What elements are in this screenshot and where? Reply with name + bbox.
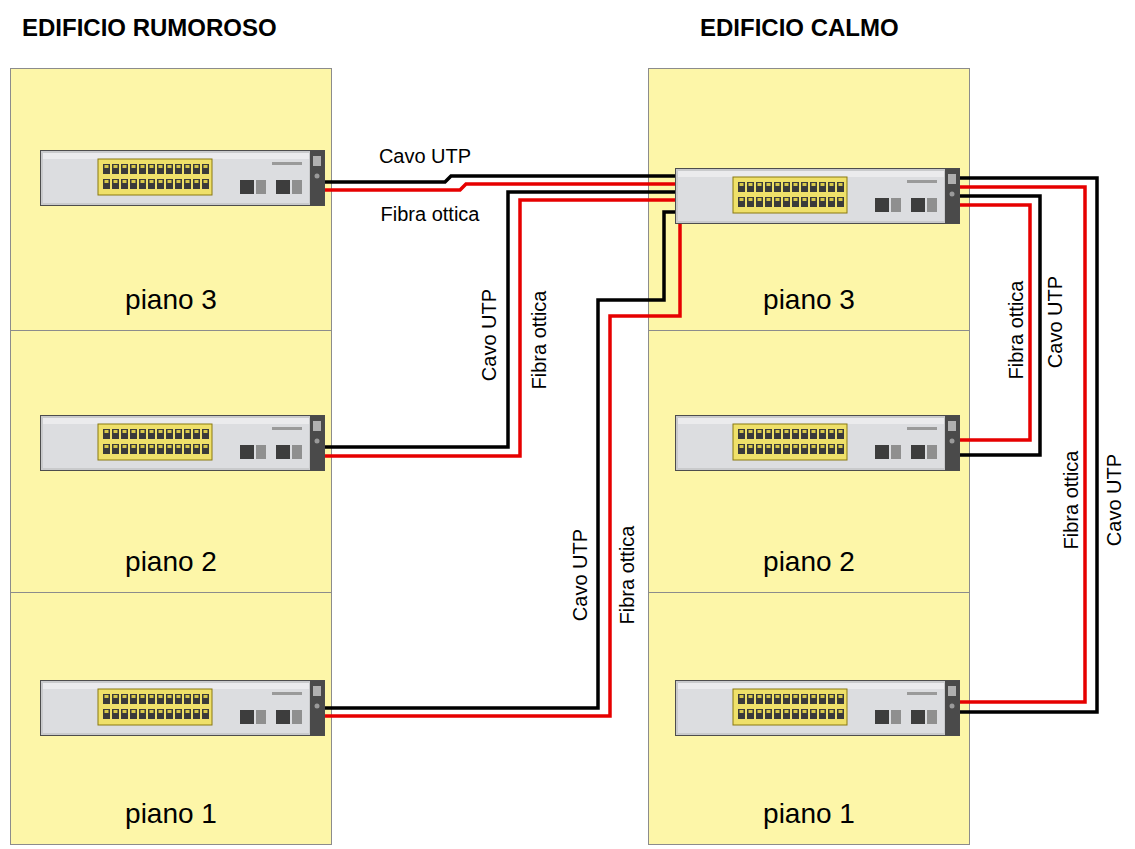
- label-holder: Cavo UTP: [1044, 276, 1066, 368]
- utp-cable: [325, 192, 675, 447]
- floor-label: piano 2: [125, 546, 217, 577]
- cable-label: Cavo UTP: [478, 289, 500, 381]
- fiber-cable: [325, 224, 680, 716]
- floor-label: piano 3: [125, 284, 217, 315]
- text-holder: piano 3: [11, 284, 331, 316]
- switch-icon: [676, 416, 960, 471]
- label-holder: Fibra ottica: [528, 291, 550, 390]
- text-holder: EDIFICIO CALMO: [700, 14, 899, 42]
- cable-label: Cavo UTP: [1044, 276, 1066, 368]
- switch-icon: [41, 416, 325, 471]
- fiber-cable: [325, 184, 675, 190]
- label-holder: Fibra ottica: [1005, 281, 1027, 380]
- utp-cable: [960, 196, 1040, 455]
- building-title: EDIFICIO RUMOROSO: [22, 14, 277, 41]
- cable-label: Fibra ottica: [616, 526, 638, 625]
- floor-label: piano 2: [763, 546, 855, 577]
- fiber-cable: [960, 205, 1030, 440]
- text-holder: EDIFICIO RUMOROSO: [22, 14, 277, 42]
- switch-icon: [676, 169, 960, 224]
- label-holder: Fibra ottica: [381, 203, 480, 225]
- label-holder: Cavo UTP: [569, 529, 591, 621]
- utp-cable: [960, 178, 1097, 712]
- fiber-cable: [325, 200, 675, 456]
- text-holder: piano 3: [649, 284, 969, 316]
- switch-icon: [676, 681, 960, 736]
- switch-icon: [41, 681, 325, 736]
- fiber-cable: [960, 187, 1085, 702]
- floor-label: piano 1: [763, 798, 855, 829]
- utp-cable: [325, 176, 675, 182]
- text-holder: piano 2: [649, 546, 969, 578]
- cable-group: [325, 176, 1097, 716]
- text-holder: piano 1: [11, 798, 331, 830]
- label-holder: Cavo UTP: [1103, 454, 1125, 546]
- label-holder: Cavo UTP: [379, 145, 471, 167]
- floor-label: piano 3: [763, 284, 855, 315]
- switch-icon: [41, 151, 325, 206]
- cable-label: Cavo UTP: [569, 529, 591, 621]
- utp-cable: [325, 212, 675, 708]
- cable-label: Fibra ottica: [1005, 281, 1027, 380]
- floor-label: piano 1: [125, 798, 217, 829]
- label-holder: Fibra ottica: [616, 526, 638, 625]
- cable-label: Cavo UTP: [379, 145, 471, 167]
- text-holder: piano 2: [11, 546, 331, 578]
- cable-label: Fibra ottica: [381, 203, 480, 225]
- cable-label: Cavo UTP: [1103, 454, 1125, 546]
- cable-label: Fibra ottica: [528, 291, 550, 390]
- label-holder: Cavo UTP: [478, 289, 500, 381]
- cable-label: Fibra ottica: [1060, 451, 1082, 550]
- text-holder: piano 1: [649, 798, 969, 830]
- label-holder: Fibra ottica: [1060, 451, 1082, 550]
- building-title: EDIFICIO CALMO: [700, 14, 899, 41]
